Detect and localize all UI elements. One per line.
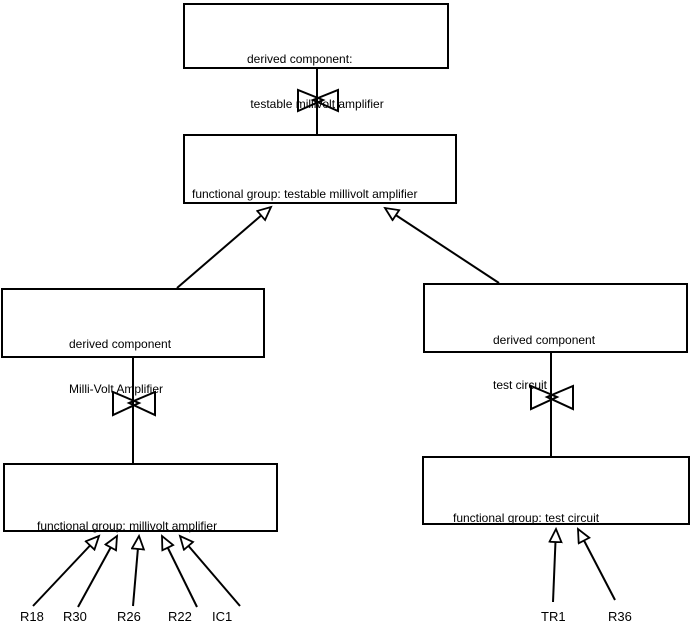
arrow-r22-to-fg-mva [162,536,198,608]
component-label-r26: R26 [117,609,141,624]
component-label-r36: R36 [608,609,632,624]
component-label-r22: R22 [168,609,192,624]
bowtie-icon [297,88,339,113]
node-derived-milli-volt-amplifier: derived component Milli-Volt Amplifier [1,288,265,396]
node-label: testable millivolt amplifier [247,97,384,111]
node-label: derived component [493,333,596,347]
arrow-derived-tc-to-fg-testable [385,208,500,284]
node-label: derived component: [247,52,353,66]
component-label-r30: R30 [63,609,87,624]
arrow-r30-to-fg-mva [77,536,117,608]
component-label-ic1: IC1 [212,609,233,624]
arrow-tr1-to-fg-tc [553,529,556,603]
node-functional-group-testable-millivolt-amplifier: functional group: testable millivolt amp… [183,134,457,204]
bowtie-icon [112,390,156,417]
arrow-r18-to-fg-mva [32,536,99,607]
arrow-ic1-to-fg-mva [180,536,241,607]
arrow-r36-to-fg-tc [578,529,616,601]
node-label: test circuit [493,378,548,392]
node-label: functional group: test circuit [453,511,600,525]
component-label-tr1: TR1 [541,609,566,624]
node-functional-group-millivolt-amplifier: functional group: millivolt amplifier [3,463,278,533]
node-derived-testable-millivolt-amplifier: derived component: testable millivolt am… [183,3,449,111]
arrow-r26-to-fg-mva [133,536,139,607]
bowtie-icon [530,384,574,411]
node-label: derived component [69,337,172,351]
arrow-derived-mva-to-fg-testable [176,207,271,289]
component-label-r18: R18 [20,609,44,624]
node-label: Milli-Volt Amplifier [69,382,164,396]
node-derived-test-circuit: derived component test circuit [423,283,688,392]
node-label: functional group: millivolt amplifier [37,519,218,533]
node-label: functional group: testable millivolt amp… [192,187,418,201]
node-functional-group-test-circuit: functional group: test circuit [422,456,690,525]
